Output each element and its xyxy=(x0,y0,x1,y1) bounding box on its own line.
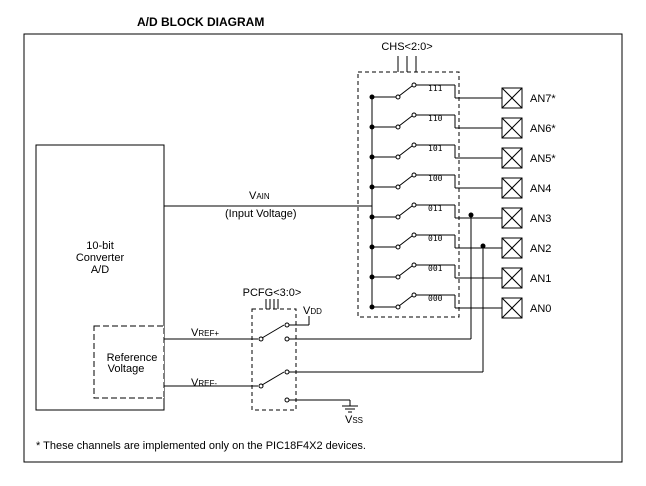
vain-label: VAIN xyxy=(249,190,270,202)
switch-contact xyxy=(411,232,417,238)
channel-code: 010 xyxy=(428,234,443,243)
vss-label: VSS xyxy=(345,414,363,426)
pin-label-an7: AN7* xyxy=(530,93,556,105)
converter-block xyxy=(35,144,165,411)
pin-box-cross xyxy=(501,117,523,139)
switch-contact xyxy=(411,262,417,268)
channel-code: 001 xyxy=(428,264,443,273)
switch-contact xyxy=(411,82,417,88)
chs-label: CHS<2:0> xyxy=(381,41,432,53)
channel-code: 111 xyxy=(428,84,443,93)
analog-mux-box xyxy=(357,71,460,318)
switch-lever xyxy=(398,235,413,247)
reference-voltage-block xyxy=(93,325,165,399)
pin-label-an3: AN3 xyxy=(530,213,551,225)
converter-label-2: Converter xyxy=(76,252,125,264)
pin-box-cross xyxy=(501,237,523,259)
input-voltage-label: (Input Voltage) xyxy=(225,208,297,220)
switch-lever xyxy=(398,115,413,127)
converter-label-1: 10-bit xyxy=(86,240,114,252)
pin-label-an6: AN6* xyxy=(530,123,556,135)
channel-code: 000 xyxy=(428,294,443,303)
diagram-title: A/D BLOCK DIAGRAM xyxy=(137,15,264,29)
channel-code: 100 xyxy=(428,174,443,183)
pin-box-cross xyxy=(501,147,523,169)
switch-contact xyxy=(411,202,417,208)
pin-label-an0: AN0 xyxy=(530,303,551,315)
channel-code: 101 xyxy=(428,144,443,153)
pin-box-cross xyxy=(501,267,523,289)
pcfg-label: PCFG<3:0> xyxy=(243,287,302,299)
pin-label-an2: AN2 xyxy=(530,243,551,255)
switch-contact xyxy=(411,172,417,178)
channel-code: 011 xyxy=(428,204,443,213)
switch-lever xyxy=(398,145,413,157)
pcfg-switch-box xyxy=(251,308,297,411)
switch-contact xyxy=(411,112,417,118)
outer-frame xyxy=(23,33,623,463)
vref-minus-label: VREF- xyxy=(191,377,217,389)
vref-plus-switch xyxy=(258,316,471,342)
pcfg-select-lines xyxy=(265,299,279,309)
channel-code: 110 xyxy=(428,114,443,123)
switch-lever xyxy=(398,85,413,97)
an2-junction xyxy=(480,243,486,249)
footnote: * These channels are implemented only on… xyxy=(36,440,366,452)
switch-contact xyxy=(411,142,417,148)
pin-label-an1: AN1 xyxy=(530,273,551,285)
pin-box-cross xyxy=(501,87,523,109)
ground-symbol xyxy=(342,405,358,413)
an3-junction xyxy=(468,212,474,218)
chs-select-lines xyxy=(397,56,417,72)
switch-contact xyxy=(411,292,417,298)
reference-label-1: Reference xyxy=(107,352,158,364)
switch-lever xyxy=(398,205,413,217)
pin-box-cross xyxy=(501,207,523,229)
pin-box-cross xyxy=(501,297,523,319)
pin-box-cross xyxy=(501,177,523,199)
switch-lever xyxy=(398,175,413,187)
pin-label-an4: AN4 xyxy=(530,183,551,195)
vref-plus-label: VREF+ xyxy=(191,327,219,339)
switch-lever xyxy=(398,295,413,307)
vdd-label: VDD xyxy=(303,305,322,317)
pin-label-an5: AN5* xyxy=(530,153,556,165)
switch-lever xyxy=(398,265,413,277)
vref-minus-switch xyxy=(258,369,483,406)
reference-label-2: Voltage xyxy=(108,363,145,375)
converter-label-3: A/D xyxy=(91,264,109,276)
